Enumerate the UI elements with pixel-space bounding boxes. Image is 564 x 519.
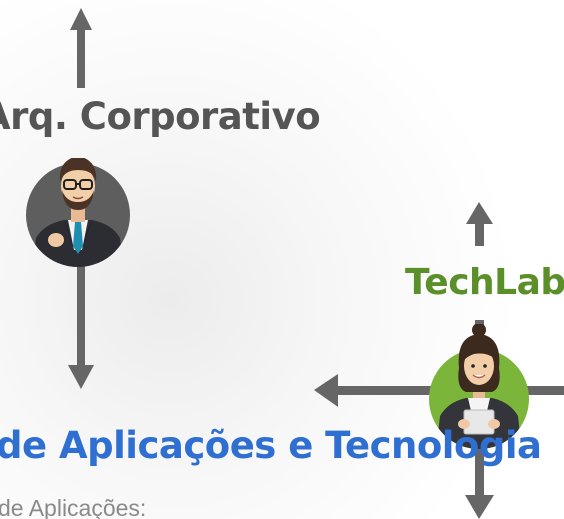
- arrow-up-techlab: [466, 202, 493, 246]
- businessman-avatar-icon: [26, 158, 130, 267]
- techlab-label: TechLab: [405, 262, 564, 303]
- businesswoman-tablet-avatar-icon: [429, 324, 529, 449]
- applications-technology-label: de Aplicações e Tecnologia: [0, 424, 542, 467]
- arrow-up-corporate: [70, 8, 92, 88]
- corporate-architecture-label: Arq. Corporativo: [0, 95, 321, 138]
- arrow-down-corporate: [68, 255, 94, 389]
- applications-subtext: de Aplicações:: [0, 495, 147, 519]
